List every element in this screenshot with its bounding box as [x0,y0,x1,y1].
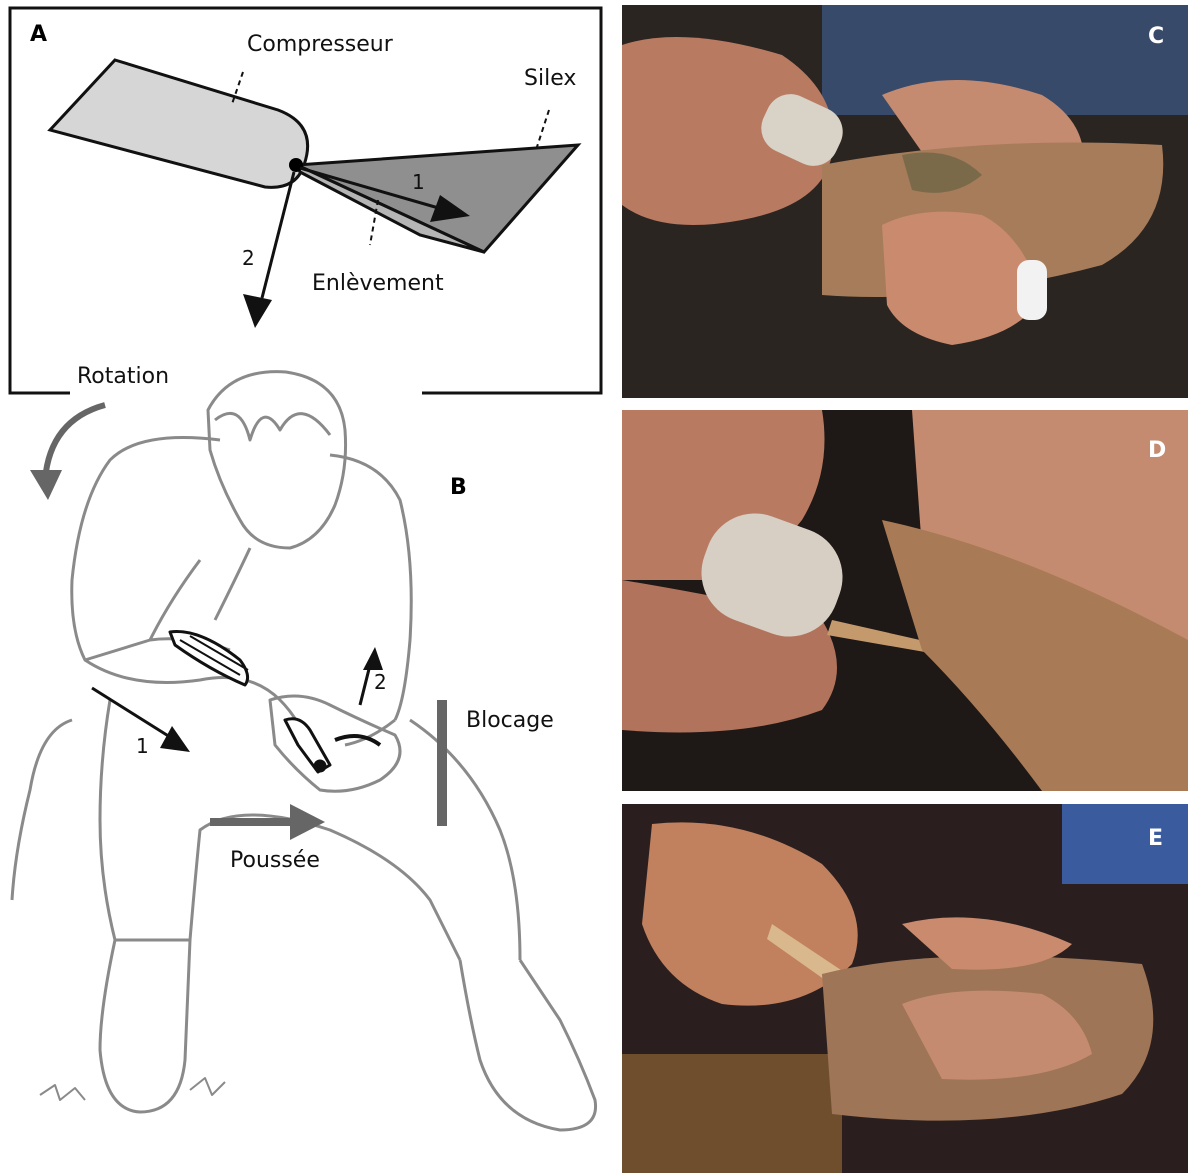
arrow-2-head [243,294,272,328]
b-arrow-2-label: 2 [374,670,387,694]
b-arrow-1-label: 1 [136,734,149,758]
rotation-arrow-head [30,470,62,500]
panel-a-label: A [30,22,47,47]
photo-c-label: C [1148,24,1164,49]
a-arrow-1-label: 1 [412,170,425,194]
knapper-figure [12,372,596,1130]
b-arrow-1-shaft [92,688,170,737]
b-arrow-2-head [363,647,383,670]
blocage-label: Blocage [466,708,554,733]
photo-c [622,5,1188,398]
panel-b-label: B [450,475,467,500]
compresseur-label: Compresseur [247,32,393,57]
poussee-label: Poussée [230,848,320,873]
a-arrow-2-label: 2 [242,246,255,270]
knapper-torso [72,438,220,661]
silex-label: Silex [524,66,576,91]
arrow-2-shaft [262,172,294,298]
silex-leader [536,110,549,150]
rotation-arrow [45,405,105,480]
knapper-legs [12,720,72,900]
knapper-left-foot [100,940,190,1112]
poussee-arrow-head [290,804,325,840]
photo-d-label: D [1148,438,1166,463]
photo-e-label: E [1148,826,1163,851]
b-arrow-1-head [160,726,190,752]
photo-d [622,410,1188,791]
photo-e [622,804,1188,1173]
knapper-tool [170,632,248,685]
rotation-label: Rotation [77,364,169,389]
blocage-bar [437,700,447,826]
enlevement-label: Enlèvement [312,271,444,296]
knapper-head [208,372,346,548]
knapper-right-foot [460,960,596,1130]
contact-point [289,158,303,172]
compresseur-shape [50,60,308,187]
b-arrow-2-shaft [360,665,370,705]
